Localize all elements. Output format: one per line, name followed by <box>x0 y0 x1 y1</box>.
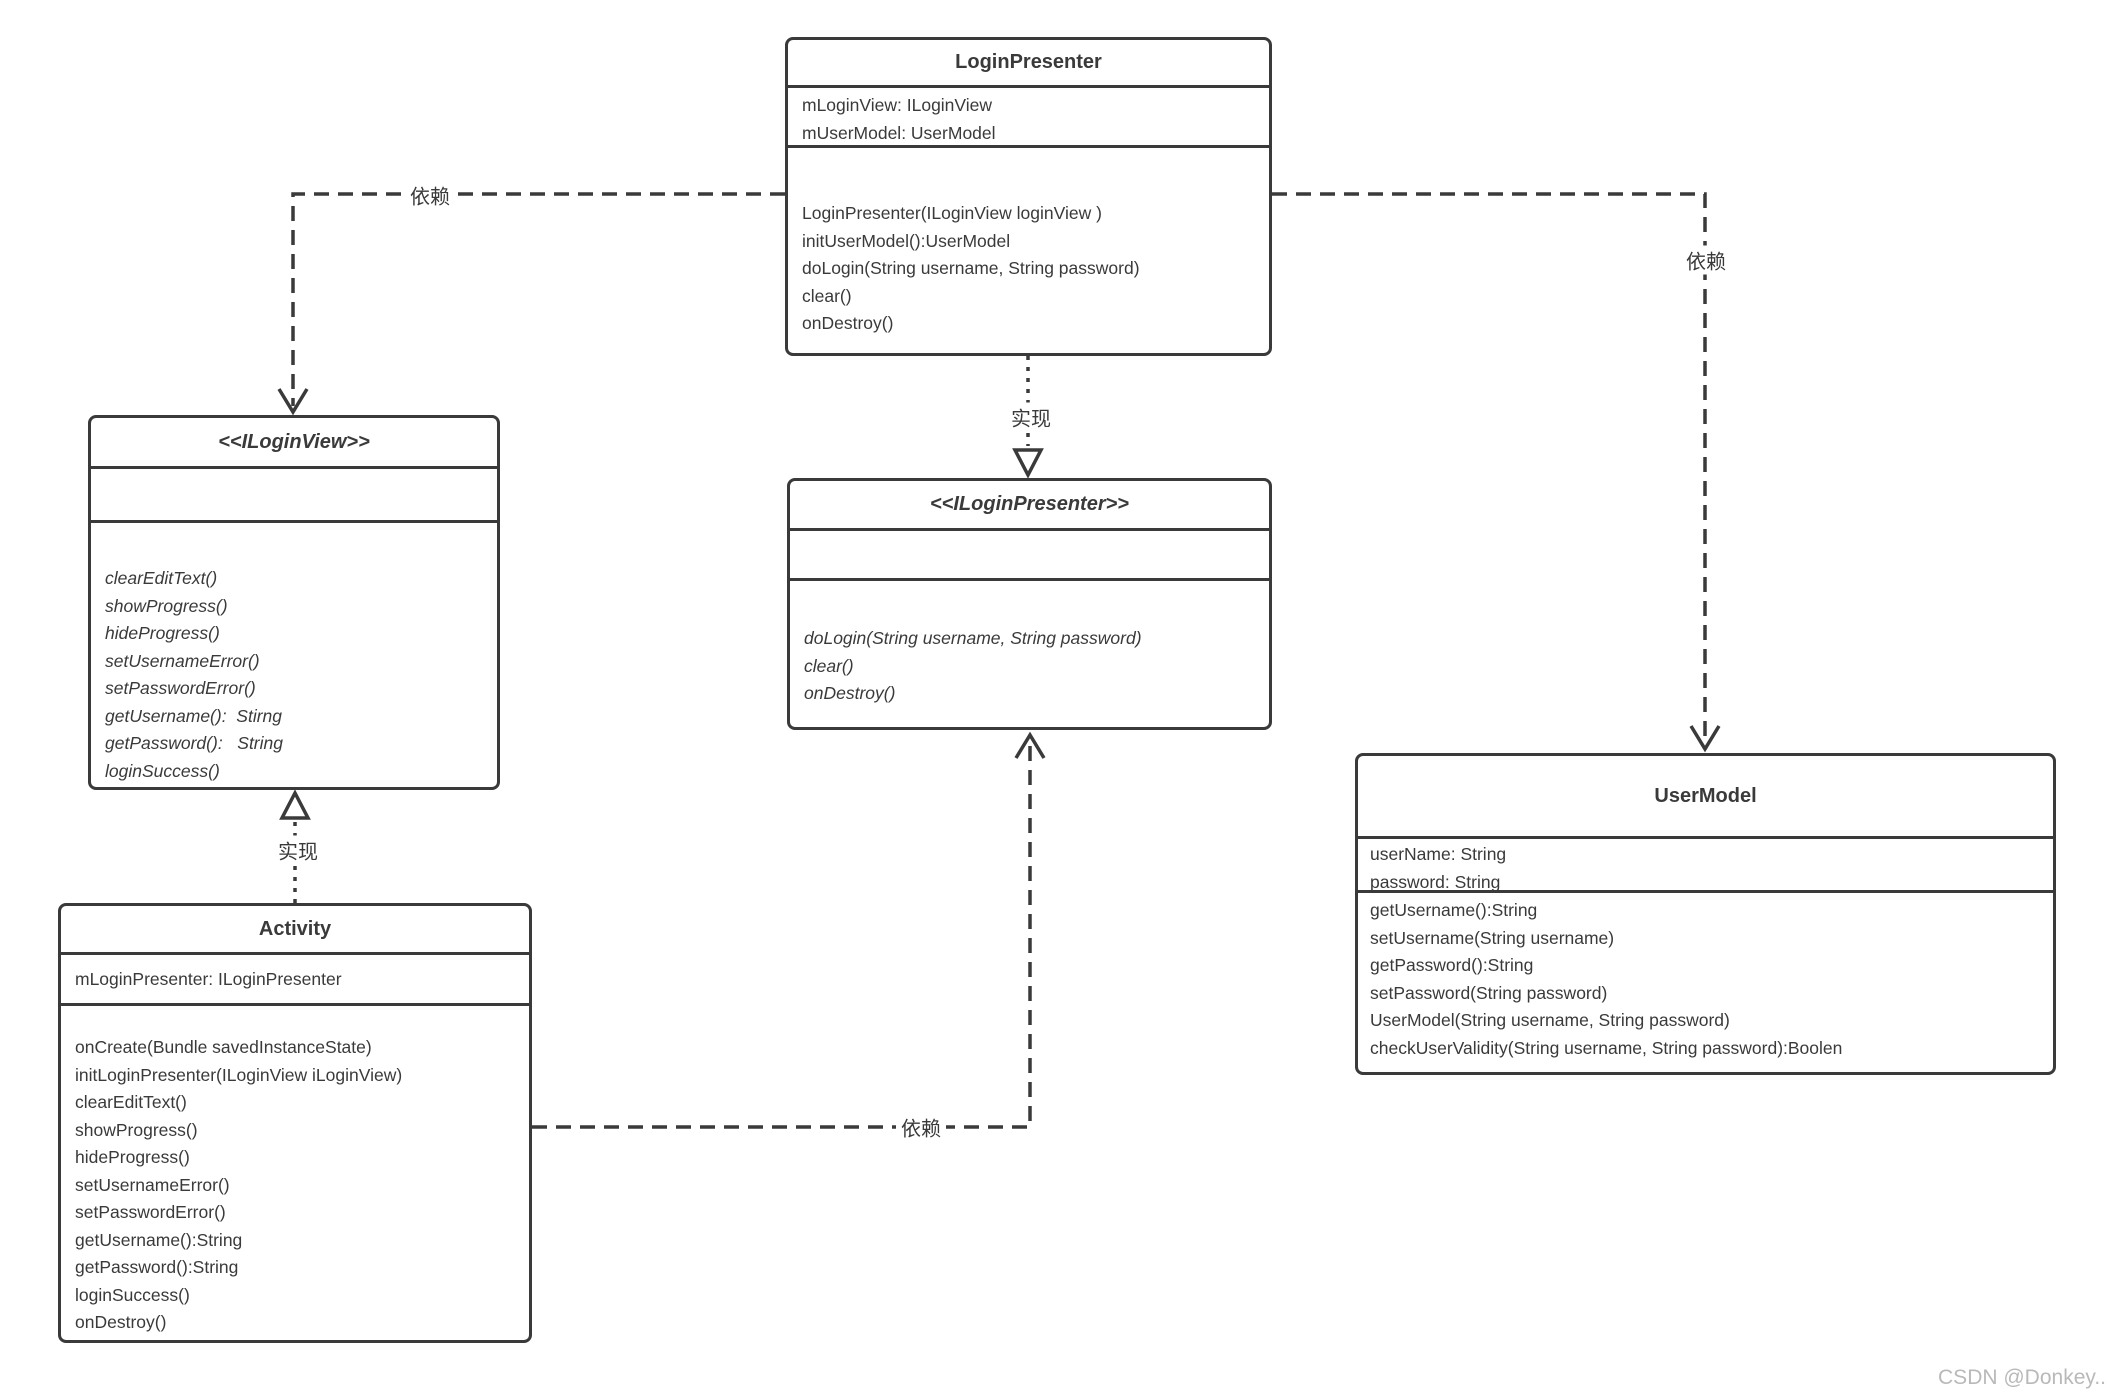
member-line: getUsername(): Stirng <box>105 705 283 726</box>
member-line: LoginPresenter(ILoginView loginView ) <box>802 203 1102 223</box>
csdn-watermark: CSDN @Donkey.. <box>1938 1366 2106 1389</box>
methods-compartment-ilogin-view: clearEditText() showProgress() hideProgres… <box>91 523 497 785</box>
member-line: getPassword():String <box>1370 955 1534 975</box>
dependency-label-presenter-to-model: 依赖 <box>1681 245 1731 275</box>
class-title-user-model: UserModel <box>1358 756 2053 839</box>
member-line: loginSuccess() <box>75 1284 190 1305</box>
member-line: doLogin(String username, String password… <box>802 258 1140 278</box>
dependency-line-presenter-to-view <box>291 192 785 406</box>
fields-compartment-activity: mLoginPresenter: ILoginPresenter <box>61 955 529 1006</box>
open-arrowhead-icon <box>277 388 309 416</box>
class-box-user-model: UserModel userName: String password: Stri… <box>1355 753 2056 1075</box>
member-line: doLogin(String username, String password… <box>804 628 1142 648</box>
class-box-login-presenter: LoginPresenter mLoginView: ILoginView mUs… <box>785 37 1272 356</box>
interface-box-ilogin-presenter: <<ILoginPresenter>> doLogin(String usern… <box>787 478 1272 730</box>
member-line: setUsername(String username) <box>1370 927 1615 948</box>
interface-box-ilogin-view: <<ILoginView>> clearEditText() showProgre… <box>88 415 500 790</box>
realization-label-activity: 实现 <box>273 835 323 865</box>
member-line: setPasswordError() <box>105 678 256 698</box>
dependency-label-activity-to-presenter: 依赖 <box>896 1112 946 1142</box>
class-title-activity: Activity <box>61 906 529 955</box>
member-line: loginSuccess() <box>105 760 220 781</box>
member-line: checkUserValidity(String username, Strin… <box>1370 1037 1843 1058</box>
class-title-login-presenter: LoginPresenter <box>788 40 1269 88</box>
member-line: mLoginPresenter: ILoginPresenter <box>75 969 342 989</box>
member-line: setUsernameError() <box>75 1174 230 1195</box>
interface-title-ilogin-presenter: <<ILoginPresenter>> <box>790 481 1269 531</box>
member-line: setPasswordError() <box>75 1202 226 1222</box>
class-box-activity: Activity mLoginPresenter: ILoginPresente… <box>58 903 532 1343</box>
member-line: setUsernameError() <box>105 650 260 671</box>
member-line: getUsername():String <box>1370 900 1538 920</box>
member-line: showProgress() <box>75 1119 198 1140</box>
methods-compartment-ilogin-presenter: doLogin(String username, String password… <box>790 581 1269 708</box>
member-line: clear() <box>804 655 854 676</box>
realization-label-presenter: 实现 <box>1006 402 1056 432</box>
member-line: mLoginView: ILoginView <box>802 95 993 115</box>
interface-title-ilogin-view: <<ILoginView>> <box>91 418 497 469</box>
fields-compartment-ilogin-presenter <box>790 531 1269 581</box>
member-line: onCreate(Bundle savedInstanceState) <box>75 1037 372 1057</box>
member-line: showProgress() <box>105 595 228 616</box>
open-arrowhead-icon <box>1689 725 1721 753</box>
member-line: hideProgress() <box>105 623 220 643</box>
member-line: UserModel(String username, String passwo… <box>1370 1010 1730 1030</box>
dependency-label-presenter-to-view: 依赖 <box>405 180 455 210</box>
fields-compartment-login-presenter: mLoginView: ILoginView mUserModel: UserMo… <box>788 88 1269 148</box>
open-arrowhead-icon <box>1014 731 1046 759</box>
member-line: initUserModel():UserModel <box>802 230 1011 251</box>
methods-compartment-user-model: getUsername():String setUsername(String u… <box>1358 893 2053 1062</box>
methods-compartment-login-presenter: LoginPresenter(ILoginView loginView ) ini… <box>788 148 1269 338</box>
member-line: clear() <box>802 285 852 306</box>
member-line: clearEditText() <box>75 1092 187 1112</box>
member-line: getUsername():String <box>75 1229 243 1250</box>
member-line: userName: String <box>1370 844 1507 864</box>
member-line: setPassword(String password) <box>1370 982 1608 1003</box>
member-line: onDestroy() <box>75 1312 167 1332</box>
methods-compartment-activity: onCreate(Bundle savedInstanceState) initL… <box>61 1006 529 1337</box>
dependency-line-activity-to-presenter <box>532 739 1032 1129</box>
member-line: onDestroy() <box>804 683 896 703</box>
member-line: mUserModel: UserModel <box>802 122 996 143</box>
fields-compartment-ilogin-view <box>91 469 497 523</box>
member-line: password: String <box>1370 871 1501 892</box>
member-line: clearEditText() <box>105 568 218 588</box>
fields-compartment-user-model: userName: String password: String <box>1358 839 2053 893</box>
hollow-triangle-arrowhead-icon <box>279 789 311 820</box>
dependency-line-presenter-to-model <box>1272 192 1707 742</box>
hollow-triangle-arrowhead-icon <box>1012 448 1044 479</box>
member-line: initLoginPresenter(ILoginView iLoginView… <box>75 1064 403 1085</box>
member-line: hideProgress() <box>75 1147 190 1167</box>
member-line: getPassword():String <box>75 1257 239 1277</box>
member-line: onDestroy() <box>802 313 894 333</box>
member-line: getPassword(): String <box>105 733 283 753</box>
